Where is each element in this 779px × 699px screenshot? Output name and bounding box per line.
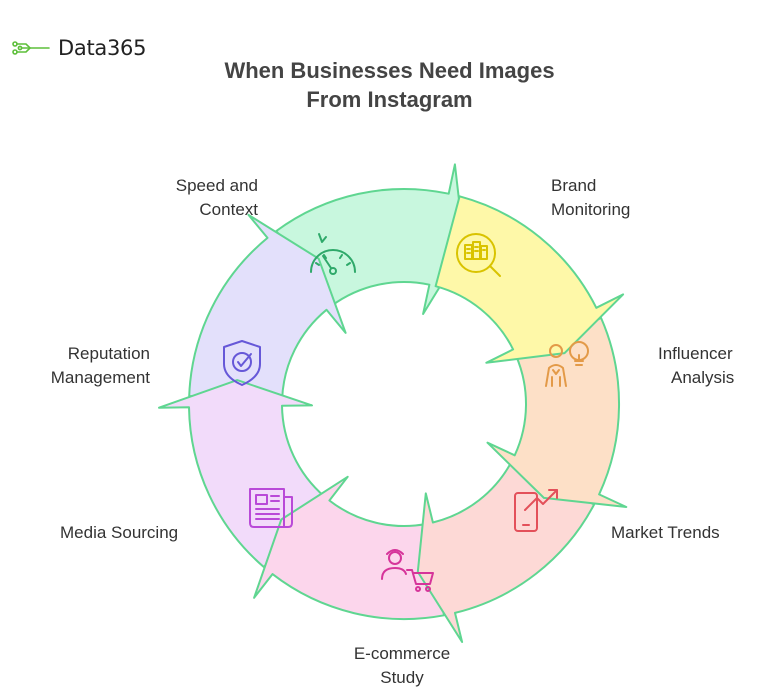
label-market-trends: Market Trends	[611, 523, 720, 542]
segment-brand-monitoring	[434, 195, 625, 364]
label-influencer-analysis: Influencer Analysis	[658, 344, 735, 387]
mobile-trend-icon	[514, 489, 558, 532]
person-lightbulb-icon	[545, 341, 589, 387]
newspaper-icon	[249, 488, 293, 528]
segment-ecommerce-study	[253, 475, 445, 621]
cycle-segments	[158, 163, 628, 643]
label-ecommerce-study: E-commerce Study	[353, 644, 451, 687]
shopper-cart-icon	[381, 549, 434, 592]
brand-logo: Data365	[12, 36, 146, 60]
segment-reputation-management	[188, 213, 347, 401]
label-media-sourcing: Media Sourcing	[60, 523, 179, 542]
document-search-icon	[456, 233, 501, 277]
label-reputation-management: Reputation Management	[50, 344, 150, 387]
circuit-logo-icon	[12, 41, 50, 55]
diagram-title: When Businesses Need Images From Instagr…	[0, 56, 779, 114]
title-line-2: From Instagram	[306, 87, 473, 112]
speedometer-icon	[310, 233, 356, 275]
label-brand-monitoring: Brand Monitoring	[551, 176, 631, 219]
title-line-1: When Businesses Need Images	[224, 58, 555, 83]
label-speed-and-context: Speed and Context	[175, 176, 258, 219]
shield-check-icon	[223, 340, 261, 386]
segment-market-trends	[416, 460, 596, 643]
brand-name: Data365	[58, 36, 147, 60]
segment-influencer-analysis	[486, 317, 628, 508]
